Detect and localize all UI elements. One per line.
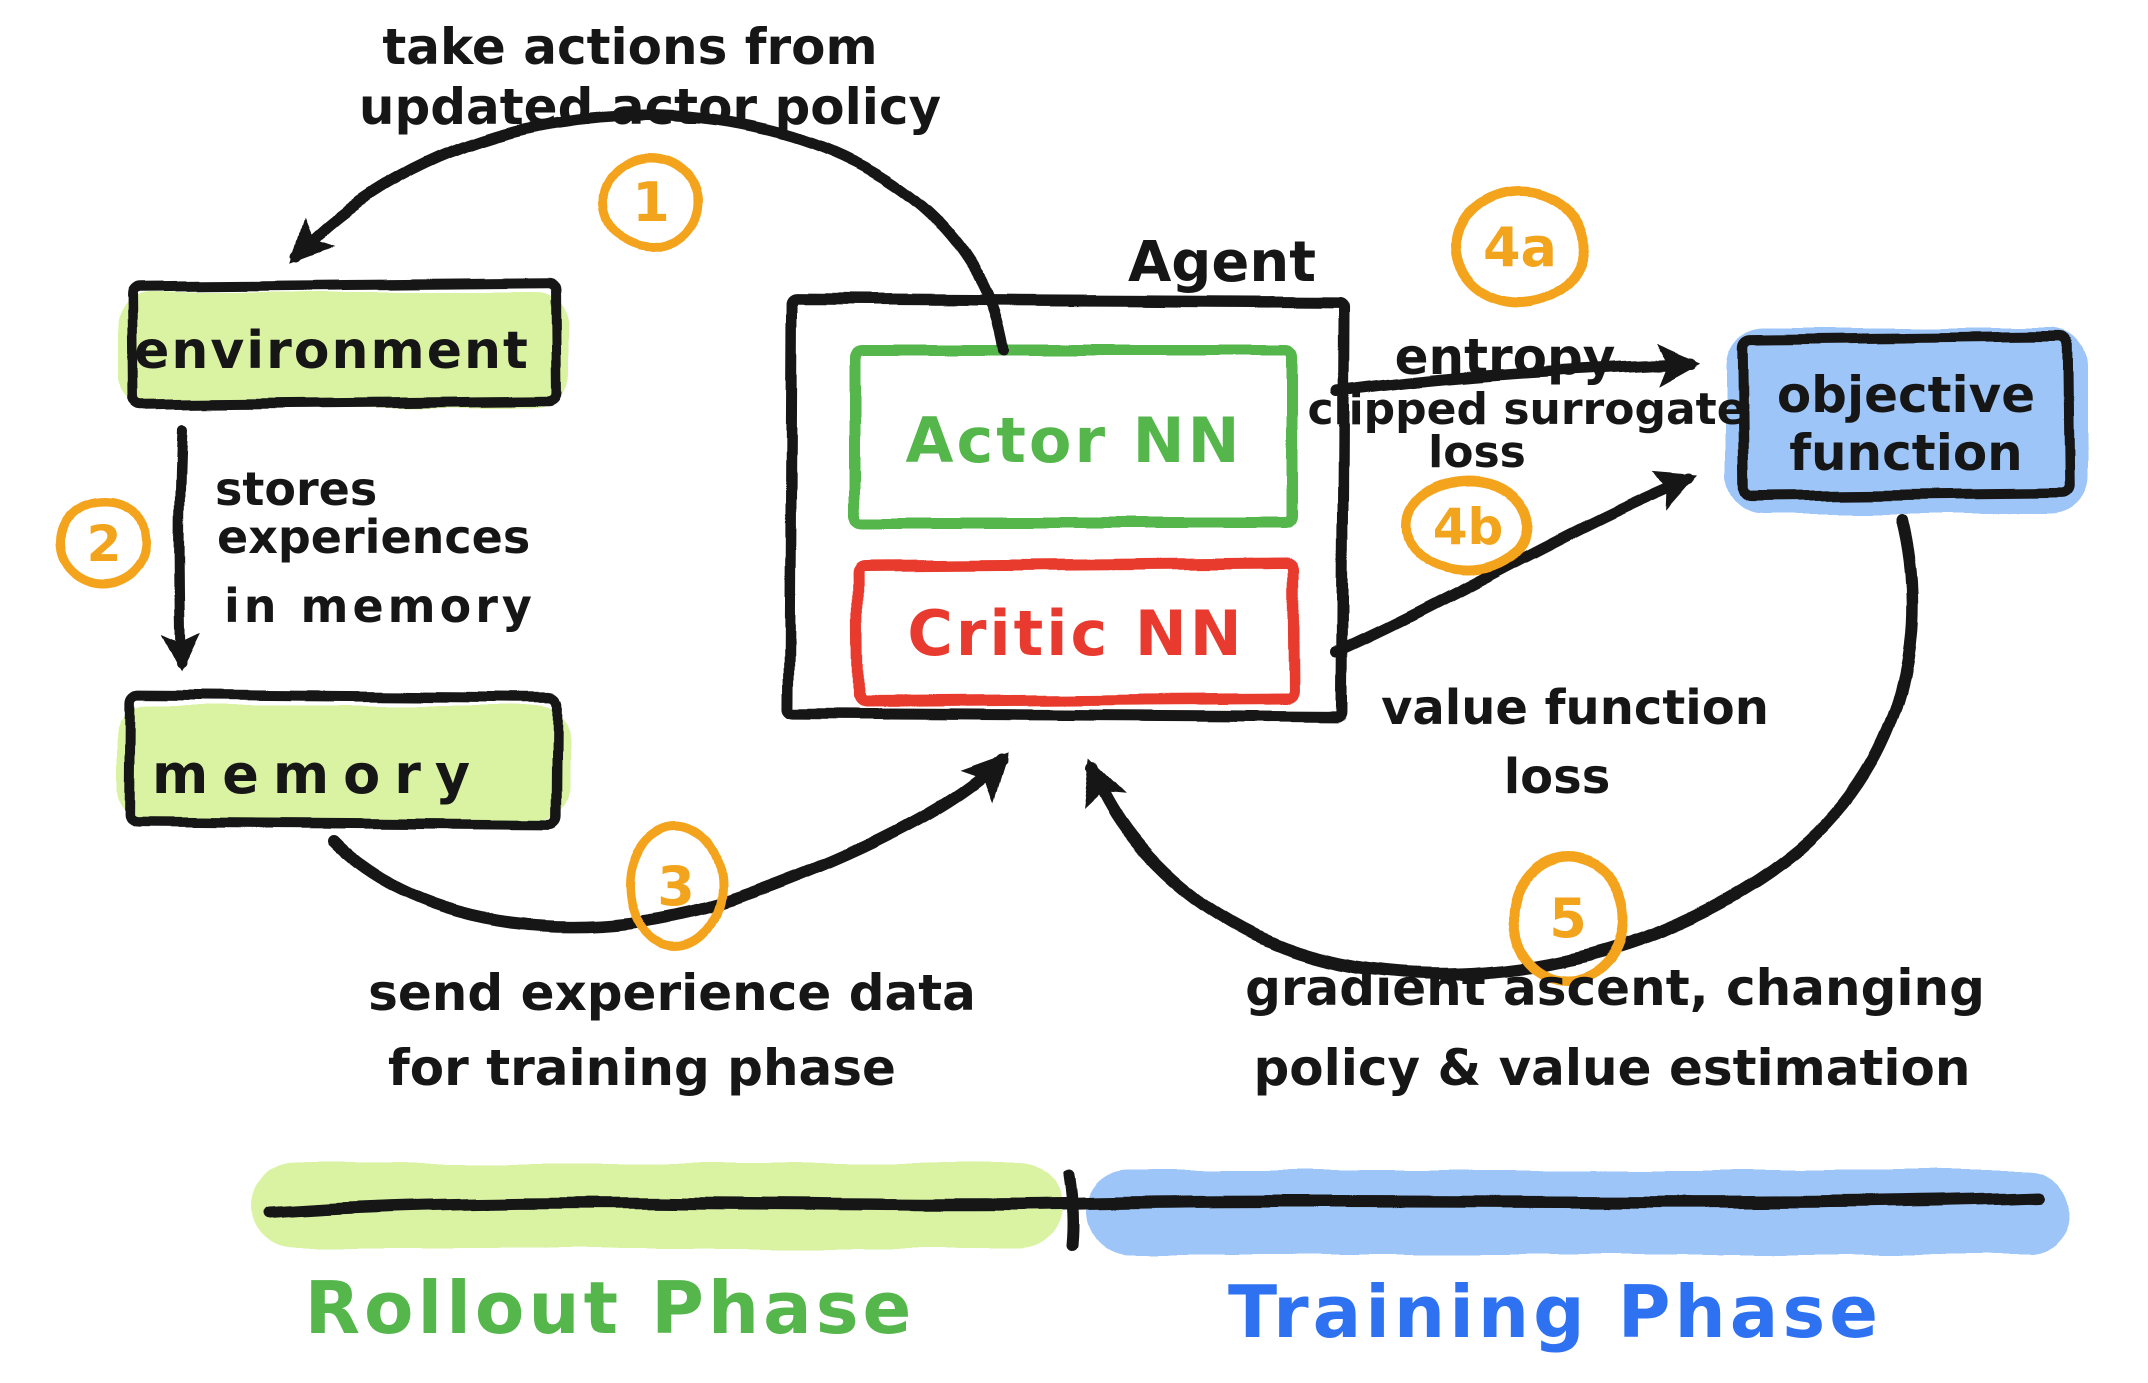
arrow-step4a-actor-to-objective — [1330, 344, 1702, 398]
step5-caption-line2: policy & value estimation — [1254, 1039, 1971, 1097]
step4a-caption-entropy: entropy — [1395, 328, 1616, 386]
step1-caption-line1: take actions from — [382, 18, 877, 76]
critic-nn-box — [852, 558, 1300, 707]
environment-label: environment — [134, 321, 530, 381]
memory-label: memory — [152, 743, 484, 806]
training-band — [1086, 1170, 2070, 1254]
step1-badge-number: 1 — [632, 171, 670, 234]
step5-caption-line1: gradient ascent, changing — [1245, 959, 1985, 1017]
arrow-step1-agent-to-environment — [290, 109, 1010, 356]
step2-caption-line1: stores — [215, 462, 377, 516]
step5-badge-circle — [1508, 851, 1628, 985]
step3-badge-number: 3 — [657, 855, 695, 918]
step3-badge-circle — [625, 821, 727, 951]
memory-box — [125, 690, 563, 830]
step2-caption-line2: experiences — [217, 510, 530, 564]
environment-highlight — [118, 292, 570, 408]
step4a-badge-circle — [1451, 186, 1589, 308]
actor-nn-label: Actor NN — [906, 404, 1243, 477]
step2-caption-line3: in memory — [224, 579, 536, 633]
step4b-caption-line2: loss — [1504, 749, 1611, 805]
objective-function-label-line2: function — [1789, 424, 2023, 482]
timeline-divider-tick — [1064, 1170, 1080, 1252]
training-phase-label: Training Phase — [1228, 1270, 1882, 1354]
step3-caption-line1: send experience data — [368, 964, 976, 1022]
step4a-caption-clipped-line1: clipped surrogate — [1307, 384, 1746, 435]
step2-badge-circle — [55, 497, 153, 589]
timeline-axis — [264, 1191, 2046, 1218]
arrow-step4b-critic-to-objective — [1330, 470, 1699, 658]
step1-caption-line2: updated actor policy — [359, 78, 941, 136]
step4b-caption-line1: value function — [1381, 680, 1769, 736]
step5-badge-number: 5 — [1549, 887, 1587, 950]
step1-badge-circle — [599, 152, 703, 252]
step4b-badge-number: 4b — [1433, 498, 1504, 556]
agent-label: Agent — [1128, 230, 1316, 295]
agent-box — [783, 293, 1350, 722]
arrow-step5-objective-to-agent — [1083, 514, 1919, 980]
arrow-step2-environment-to-memory — [161, 425, 200, 673]
objective-function-label-line1: objective — [1777, 366, 2035, 424]
step4a-caption-clipped-line2: loss — [1428, 427, 1526, 478]
objective-highlight — [1726, 328, 2088, 514]
memory-highlight — [118, 706, 570, 820]
arrow-step3-memory-to-agent — [326, 752, 1009, 933]
environment-box — [127, 278, 563, 410]
step3-caption-line2: for training phase — [388, 1039, 896, 1097]
critic-nn-label: Critic NN — [907, 597, 1244, 670]
rollout-phase-label: Rollout Phase — [305, 1266, 916, 1350]
step4a-badge-number: 4a — [1483, 216, 1557, 279]
step4b-badge-circle — [1403, 477, 1533, 575]
actor-nn-box — [849, 344, 1298, 529]
objective-function-box — [1737, 331, 2075, 502]
step2-badge-number: 2 — [87, 515, 122, 573]
